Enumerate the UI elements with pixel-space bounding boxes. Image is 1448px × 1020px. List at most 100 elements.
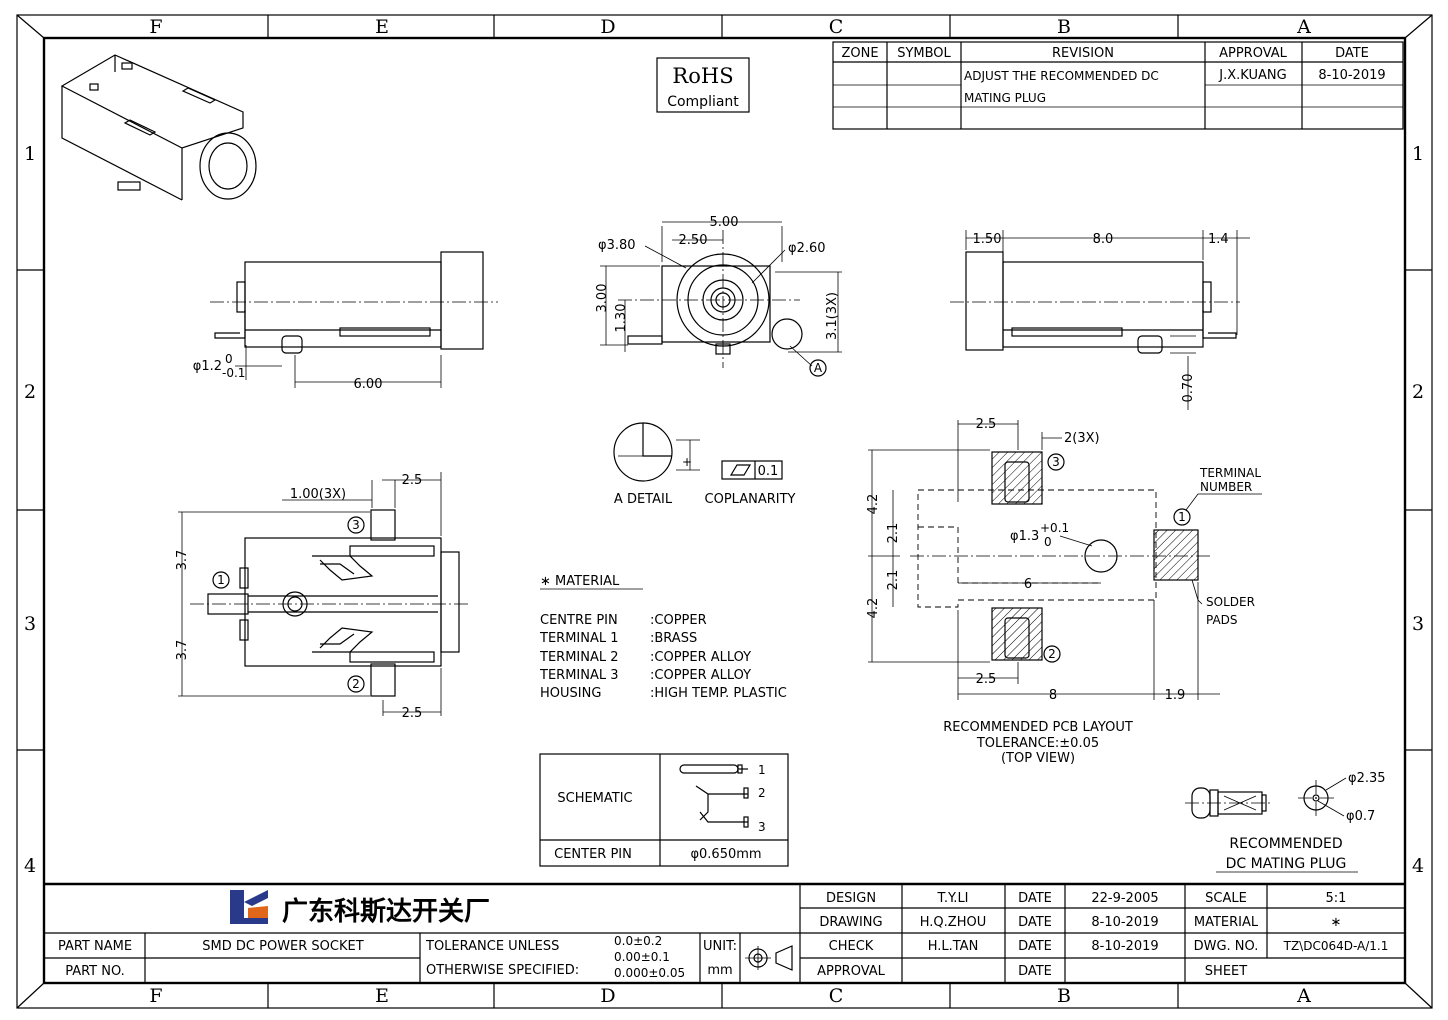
side-view-left: 6.00 φ1.2 0 -0.1 [193,251,498,392]
pcb-terminal-2: 2 [1048,647,1056,661]
dim-d1-2-tol-dn: -0.1 [222,366,245,380]
pcb-dim-2-1-bottom: 2.1 [886,570,901,591]
material-mat-2: :BRASS [650,631,697,646]
pcb-caption-2: TOLERANCE:±0.05 [976,736,1099,751]
rev-header-approval: APPROVAL [1219,46,1288,61]
unit-label: UNIT: [703,939,737,954]
check-date-label: DATE [1018,939,1052,954]
rohs-mark: RoHS Compliant [656,57,750,113]
material-label: MATERIAL [1194,915,1259,930]
plus-mark: + [682,455,692,469]
approval-date-label: DATE [1018,964,1052,979]
col-label-a-bottom: A [1296,985,1311,1007]
dim-1-30: 1.30 [614,304,629,333]
dim-2-5-top: 2.5 [402,473,423,488]
material-part-4: TERMINAL 3 [539,668,619,683]
material-part-5: HOUSING [540,686,601,701]
pcb-dim-4-2-top: 4.2 [866,494,881,515]
rev-text-line2: MATING PLUG [964,91,1046,105]
row-label-4-right: 4 [1412,855,1424,877]
pcb-dim-2-3x: 2(3X) [1064,431,1100,446]
schematic-pin-3: 3 [758,820,766,834]
approval-label: APPROVAL [817,964,886,979]
dim-6-00: 6.00 [354,377,383,392]
terminal-num-3: 3 [352,518,360,532]
front-view: 5.00 2.50 φ3.80 φ2.60 3.00 1.30 3.1(3X) … [595,215,842,377]
dim-3-1-3x: 3.1(3X) [825,292,840,340]
dwg-no-value: TZ\DC064D-A/1.1 [1283,939,1389,953]
row-label-2-right: 2 [1412,381,1424,403]
row-label-2-left: 2 [24,381,36,403]
row-label-3-left: 3 [24,613,36,635]
tolerance-value-1: 0.0±0.2 [614,934,662,948]
coplanarity-tol: 0.1 [758,464,779,479]
rev-approval: J.X.KUANG [1218,68,1286,83]
material-mat-3: :COPPER ALLOY [650,650,751,665]
pcb-hole-tol-up: +0.1 [1040,521,1069,535]
pcb-terminal-3: 3 [1052,455,1060,469]
pcb-dim-2-5-top: 2.5 [976,417,997,432]
dwg-no-label: DWG. NO. [1194,939,1259,954]
projection-symbol-icon [745,945,793,971]
drawing-date-label: DATE [1018,915,1052,930]
col-label-e-bottom: E [375,985,389,1007]
border-labels: F E D C B A F E D C B A 1 2 3 4 1 2 3 4 [24,16,1424,1007]
drawing-label: DRAWING [819,915,882,930]
dim-d1-2: φ1.2 [193,359,222,374]
check-date-value: 8-10-2019 [1091,939,1158,954]
schematic-pin-2: 2 [758,786,766,800]
rev-header-revision: REVISION [1052,46,1114,61]
design-label: DESIGN [826,891,876,906]
dim-d1-2-tol-up: 0 [225,352,233,366]
tolerance-value-3: 0.000±0.05 [614,966,685,980]
part-name-value: SMD DC POWER SOCKET [202,939,363,954]
dim-1-4: 1.4 [1208,232,1229,247]
unit-value: mm [707,963,732,978]
scale-label: SCALE [1205,891,1247,906]
rohs-title: RoHS [672,64,733,88]
terminal-number-line2: NUMBER [1200,480,1252,494]
solder-pads-line2: PADS [1206,613,1238,627]
plug-caption-2: DC MATING PLUG [1226,856,1347,872]
row-label-3-right: 3 [1412,613,1424,635]
rev-text-line1: ADJUST THE RECOMMENDED DC [964,69,1159,83]
center-pin-value: φ0.650mm [690,847,761,862]
dim-0-70: 0.70 [1181,374,1196,403]
terminal-number-line1: TERMINAL [1199,466,1261,480]
sheet-frame [16,14,1433,1009]
center-pin-label: CENTER PIN [554,847,632,862]
pcb-layout: 4.2 2.1 2.1 4.2 2.5 2(3X) φ1.3 +0.1 0 6 … [866,417,1262,766]
design-date-label: DATE [1018,891,1052,906]
plug-dim-0-7: φ0.7 [1346,809,1375,824]
material-list: ∗ MATERIAL CENTRE PIN :COPPER TERMINAL 1… [539,574,787,701]
detail-coplanarity: + 0.1 A DETAIL COPLANARITY [613,422,796,507]
material-part-3: TERMINAL 2 [539,650,619,665]
drawing-value: H.Q.ZHOU [920,915,986,930]
tolerance-label-1: TOLERANCE UNLESS [425,939,559,954]
plug-dim-2-35: φ2.35 [1348,771,1386,786]
dim-5-00: 5.00 [710,215,739,230]
schematic-label: SCHEMATIC [557,791,632,806]
schematic-pin-1: 1 [758,763,766,777]
part-name-label: PART NAME [58,939,132,954]
a-detail-label: A DETAIL [614,492,673,507]
title-block: 广东科斯达开关厂 PART NAME SMD DC POWER SOCKET P… [44,882,1405,983]
material-part-2: TERMINAL 1 [539,631,619,646]
revision-table: ZONE SYMBOL REVISION APPROVAL DATE ADJUS… [832,41,1404,130]
rohs-subtitle: Compliant [667,94,739,110]
design-date-value: 22-9-2005 [1091,891,1158,906]
design-value: T.Y.LI [936,891,968,906]
dim-3-7-bottom: 3.7 [175,640,190,661]
terminal-num-2: 2 [352,677,360,691]
dim-2-50: 2.50 [679,233,708,248]
material-mat-4: :COPPER ALLOY [650,668,751,683]
pcb-dim-8: 8 [1049,688,1057,703]
company-logo-icon [230,890,268,924]
dc-mating-plug: φ2.35 φ0.7 RECOMMENDED DC MATING PLUG [1185,771,1386,873]
dim-8-0: 8.0 [1093,232,1114,247]
scale-value: 5:1 [1326,891,1347,906]
plug-caption-1: RECOMMENDED [1229,836,1342,852]
rev-date: 8-10-2019 [1318,68,1385,83]
col-label-b-bottom: B [1057,985,1071,1007]
